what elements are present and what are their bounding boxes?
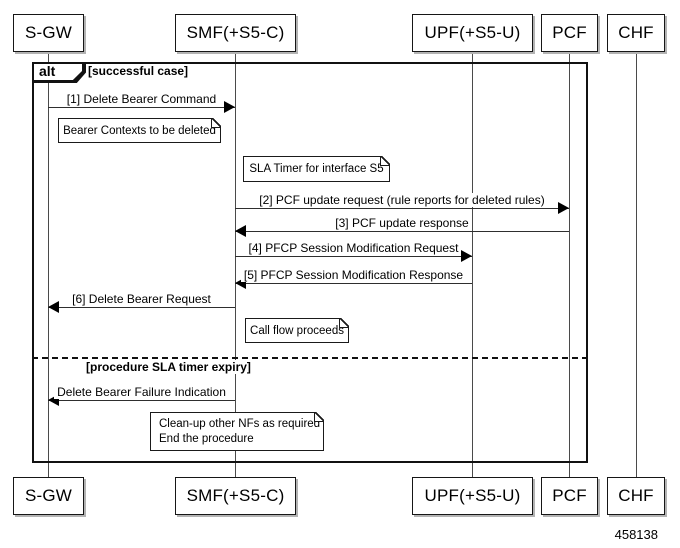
actor-label: S-GW	[24, 486, 73, 505]
lifeline-upf	[472, 52, 473, 477]
message-line	[48, 400, 235, 401]
alt-operator-label: alt	[39, 63, 56, 79]
note-call-flow: Call flow proceeds	[245, 318, 349, 343]
message-line	[235, 208, 569, 209]
note-fold-icon	[339, 318, 349, 328]
message-line	[235, 256, 472, 257]
alt-operator-tab: alt	[32, 62, 86, 83]
actor-label: S-GW	[24, 23, 73, 42]
arrowhead-left-icon	[235, 225, 246, 237]
actor-label: PCF	[552, 23, 587, 42]
frame-section1-label: [successful case]	[86, 64, 191, 78]
actor-box-sgw-top: S-GW	[13, 14, 84, 52]
note-cleanup: Clean-up other NFs as required End the p…	[150, 412, 324, 451]
message-label: [2] PCF update request (rule reports for…	[235, 192, 569, 207]
actor-box-chf-bottom: CHF	[607, 477, 665, 515]
actor-box-upf-bottom: UPF(+S5-U)	[412, 477, 533, 515]
actor-label: SMF(+S5-C)	[186, 23, 285, 42]
note-fold-icon	[314, 412, 324, 422]
message-label: [5] PFCP Session Modification Response	[235, 267, 472, 282]
actor-box-chf-top: CHF	[607, 14, 665, 52]
message-label: [3] PCF update response	[235, 215, 569, 230]
actor-box-pcf-bottom: PCF	[541, 477, 598, 515]
actor-box-upf-top: UPF(+S5-U)	[412, 14, 533, 52]
message-label: [6] Delete Bearer Request	[48, 291, 235, 306]
message-line	[235, 283, 472, 284]
arrowhead-right-icon	[224, 101, 235, 113]
lifeline-chf	[636, 52, 637, 477]
actor-label: UPF(+S5-U)	[424, 486, 521, 505]
alt-tab-fill	[34, 64, 82, 80]
alt-frame: alt	[32, 62, 588, 463]
message-label: [1] Delete Bearer Command	[48, 91, 235, 106]
note-sla-timer: SLA Timer for interface S5	[243, 156, 390, 182]
frame-section2-label: [procedure SLA timer expiry]	[84, 360, 253, 374]
arrowhead-left-icon	[48, 394, 59, 406]
arrowhead-right-icon	[558, 202, 569, 214]
note-text: Call flow proceeds	[250, 324, 344, 337]
actor-label: SMF(+S5-C)	[186, 486, 285, 505]
figure-number: 458138	[614, 527, 658, 542]
arrowhead-left-icon	[235, 277, 246, 289]
note-text: Clean-up other NFs as required End the p…	[159, 417, 321, 445]
note-text: Bearer Contexts to be deleted	[63, 124, 216, 137]
note-bearer-contexts: Bearer Contexts to be deleted	[58, 118, 221, 143]
message-label: Delete Bearer Failure Indication	[48, 384, 235, 399]
actor-box-sgw-bottom: S-GW	[13, 477, 84, 515]
message-line	[235, 231, 569, 232]
alt-else-divider	[32, 357, 588, 359]
actor-label: UPF(+S5-U)	[424, 23, 521, 42]
message-label: [4] PFCP Session Modification Request	[235, 240, 472, 255]
actor-label: CHF	[618, 486, 654, 505]
lifeline-smf	[235, 52, 236, 477]
actor-label: CHF	[618, 23, 654, 42]
note-text: SLA Timer for interface S5	[249, 163, 384, 175]
arrowhead-left-icon	[48, 301, 59, 313]
arrowhead-right-icon	[461, 250, 472, 262]
actor-label: PCF	[552, 486, 587, 505]
actor-box-smf-top: SMF(+S5-C)	[175, 14, 296, 52]
actor-box-smf-bottom: SMF(+S5-C)	[175, 477, 296, 515]
lifeline-pcf	[569, 52, 570, 477]
lifeline-sgw	[48, 52, 49, 477]
message-line	[48, 107, 235, 108]
note-fold-icon	[211, 118, 221, 128]
actor-box-pcf-top: PCF	[541, 14, 598, 52]
message-line	[48, 307, 235, 308]
note-fold-icon	[380, 156, 390, 166]
